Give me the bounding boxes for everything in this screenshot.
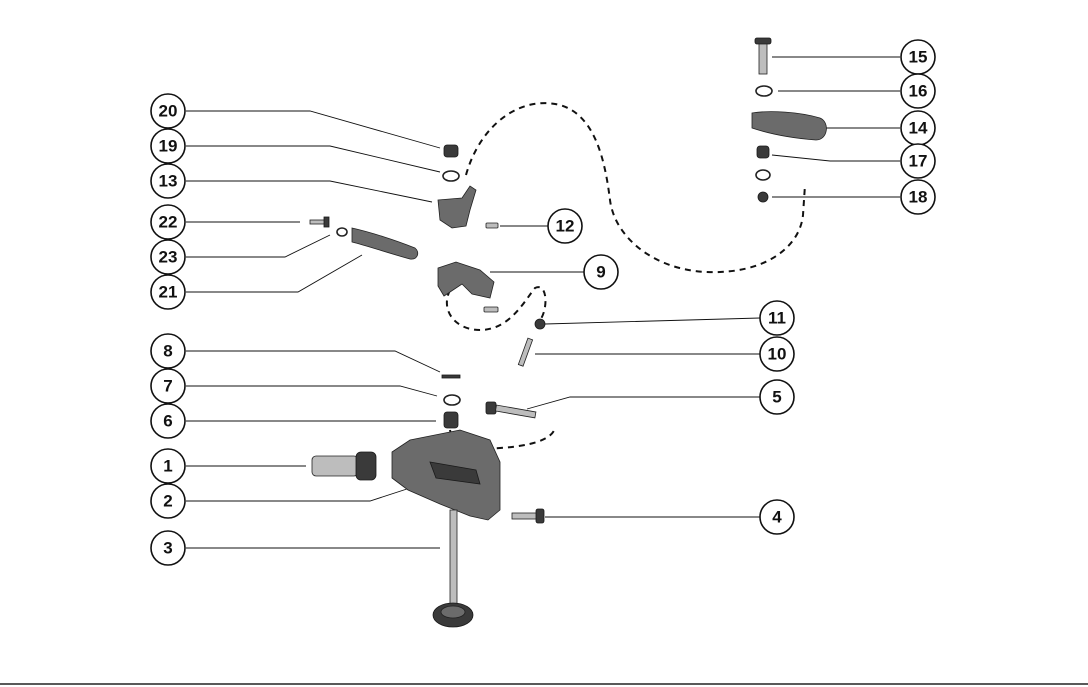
part-washer-19	[442, 170, 460, 182]
callout-22: 22	[150, 204, 186, 240]
leader-5	[526, 396, 760, 410]
leader-19	[186, 145, 441, 173]
part-pin-12	[485, 222, 499, 229]
callout-4-label: 4	[772, 508, 782, 527]
callout-5-label: 5	[772, 388, 781, 407]
callout-11: 11	[759, 300, 795, 336]
part-nut-18	[757, 191, 769, 203]
callout-13-label: 13	[159, 172, 178, 191]
part-washer-16	[755, 85, 773, 97]
callout-21: 21	[150, 274, 186, 310]
callout-7-label: 7	[163, 377, 172, 396]
part-nut-20	[443, 144, 459, 158]
callout-2: 2	[150, 483, 186, 519]
part-washer-23	[336, 227, 348, 237]
callout-5: 5	[759, 379, 795, 415]
callout-13: 13	[150, 163, 186, 199]
callout-17-label: 17	[909, 152, 928, 171]
callout-23-label: 23	[159, 248, 178, 267]
callout-20-label: 20	[159, 102, 178, 121]
callout-9-label: 9	[596, 263, 605, 282]
callout-14-label: 14	[909, 119, 928, 138]
part-housing-2-slot	[429, 461, 481, 485]
callout-3: 3	[150, 530, 186, 566]
callout-4: 4	[759, 499, 795, 535]
part-ring-17b	[755, 169, 771, 181]
callout-19: 19	[150, 128, 186, 164]
leader-lines	[186, 56, 900, 549]
callout-2-label: 2	[163, 492, 172, 511]
callout-17: 17	[900, 143, 936, 179]
callout-15: 15	[900, 39, 936, 75]
callout-10-label: 10	[768, 345, 787, 364]
callout-12-label: 12	[556, 217, 575, 236]
callout-6-label: 6	[163, 412, 172, 431]
leader-11	[544, 317, 761, 325]
part-lever-13	[437, 185, 477, 229]
part-link-21	[351, 227, 419, 260]
part-screw-15	[754, 37, 772, 75]
callout-14: 14	[900, 110, 936, 146]
callout-18-label: 18	[909, 188, 928, 207]
callout-10: 10	[759, 336, 795, 372]
callout-16-label: 16	[909, 82, 928, 101]
part-knob-1	[311, 451, 377, 481]
callout-11-label: 11	[768, 309, 786, 328]
callout-20: 20	[150, 93, 186, 129]
part-pin-9b	[483, 306, 499, 313]
callout-1-label: 1	[163, 457, 172, 476]
part-clip-8	[441, 374, 461, 379]
callout-1: 1	[150, 448, 186, 484]
part-nut-11	[534, 318, 546, 330]
callouts: 20 19 13 22 23 21 8 7 6 1 2 3 15 16 14 1…	[150, 39, 936, 566]
dashed-path-9-to-11	[445, 286, 547, 332]
leader-13	[186, 180, 433, 203]
callout-6: 6	[150, 403, 186, 439]
callout-23: 23	[150, 239, 186, 275]
part-shaft-3	[432, 509, 474, 628]
callout-15-label: 15	[909, 48, 928, 67]
part-bolt-5	[485, 401, 537, 419]
part-spring-17	[756, 145, 770, 159]
part-washer-7	[443, 394, 461, 406]
callout-21-label: 21	[159, 283, 178, 302]
callout-8-label: 8	[163, 342, 172, 361]
callout-18: 18	[900, 179, 936, 215]
callout-16: 16	[900, 73, 936, 109]
callout-3-label: 3	[163, 539, 172, 558]
leader-17	[771, 154, 900, 162]
callout-8: 8	[150, 333, 186, 369]
parts	[309, 37, 827, 628]
part-cam-9	[437, 261, 495, 299]
callout-9: 9	[583, 254, 619, 290]
callout-19-label: 19	[159, 137, 178, 156]
part-bolt-4	[511, 508, 545, 524]
leader-2	[186, 487, 411, 502]
leader-20	[186, 110, 441, 149]
callout-7: 7	[150, 368, 186, 404]
callout-12: 12	[547, 208, 583, 244]
part-bushing-6	[443, 411, 459, 429]
part-screw-10	[517, 337, 534, 367]
leader-8	[186, 350, 441, 373]
part-screw-22	[309, 216, 330, 228]
callout-22-label: 22	[159, 213, 178, 232]
leader-7	[186, 385, 438, 397]
leader-23	[186, 234, 331, 258]
dashed-path-13-to-14	[465, 102, 806, 274]
part-arm-14	[751, 111, 827, 141]
leader-21	[186, 254, 363, 293]
